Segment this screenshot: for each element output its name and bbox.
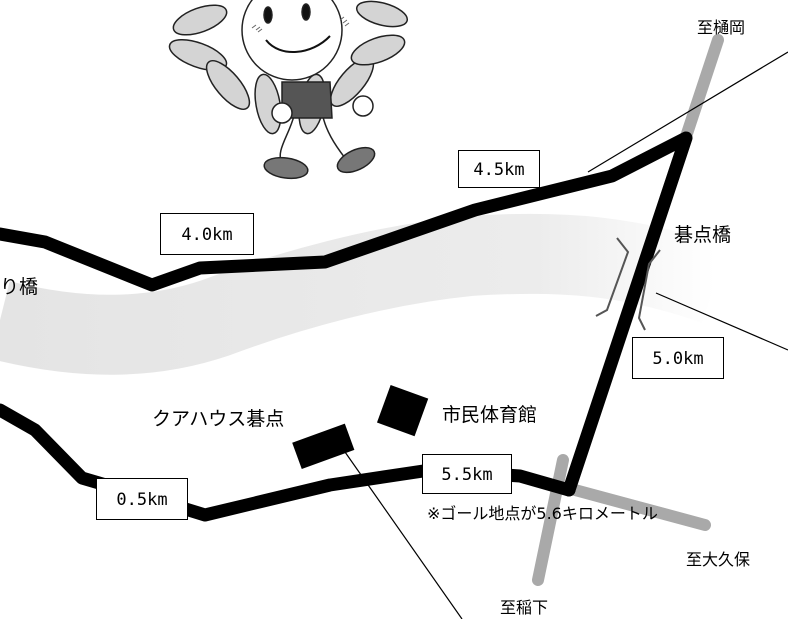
label-city-gym: 市民体育館 (442, 404, 538, 426)
distance-marker-4-0km: 4.0km (160, 213, 254, 255)
distance-marker-4-5km: 4.5km (458, 150, 540, 188)
leader-line-top (587, 51, 788, 173)
label-to-inashita: 至稲下 (500, 598, 549, 617)
sunflower-mascot-icon (168, 0, 409, 180)
building-block-icon (292, 423, 355, 470)
label-kurhaus: クアハウス碁点 (152, 408, 285, 430)
road-to-inashita (532, 454, 569, 586)
label-to-hiokaoka: 至樋岡 (697, 18, 746, 37)
leader-line-kurhaus (344, 451, 463, 619)
road-to-okubo (569, 484, 711, 531)
label-kiten-bridge: 碁点橋 (674, 224, 732, 246)
river (0, 213, 729, 375)
distance-marker-0-5km: 0.5km (96, 478, 188, 520)
leader-line-bridge (655, 292, 788, 351)
course-route-upper (0, 131, 693, 497)
distance-marker-5-0km: 5.0km (632, 337, 724, 379)
distance-marker-5-5km: 5.5km (422, 454, 512, 494)
bridge-bracket-icon (595, 237, 661, 331)
label-tsuri-bashi: り橋 (0, 276, 39, 298)
building-block-icon (376, 384, 429, 437)
goal-note: ※ゴール地点が5.6キロメートル (427, 504, 658, 523)
label-to-okubo: 至大久保 (686, 550, 751, 569)
